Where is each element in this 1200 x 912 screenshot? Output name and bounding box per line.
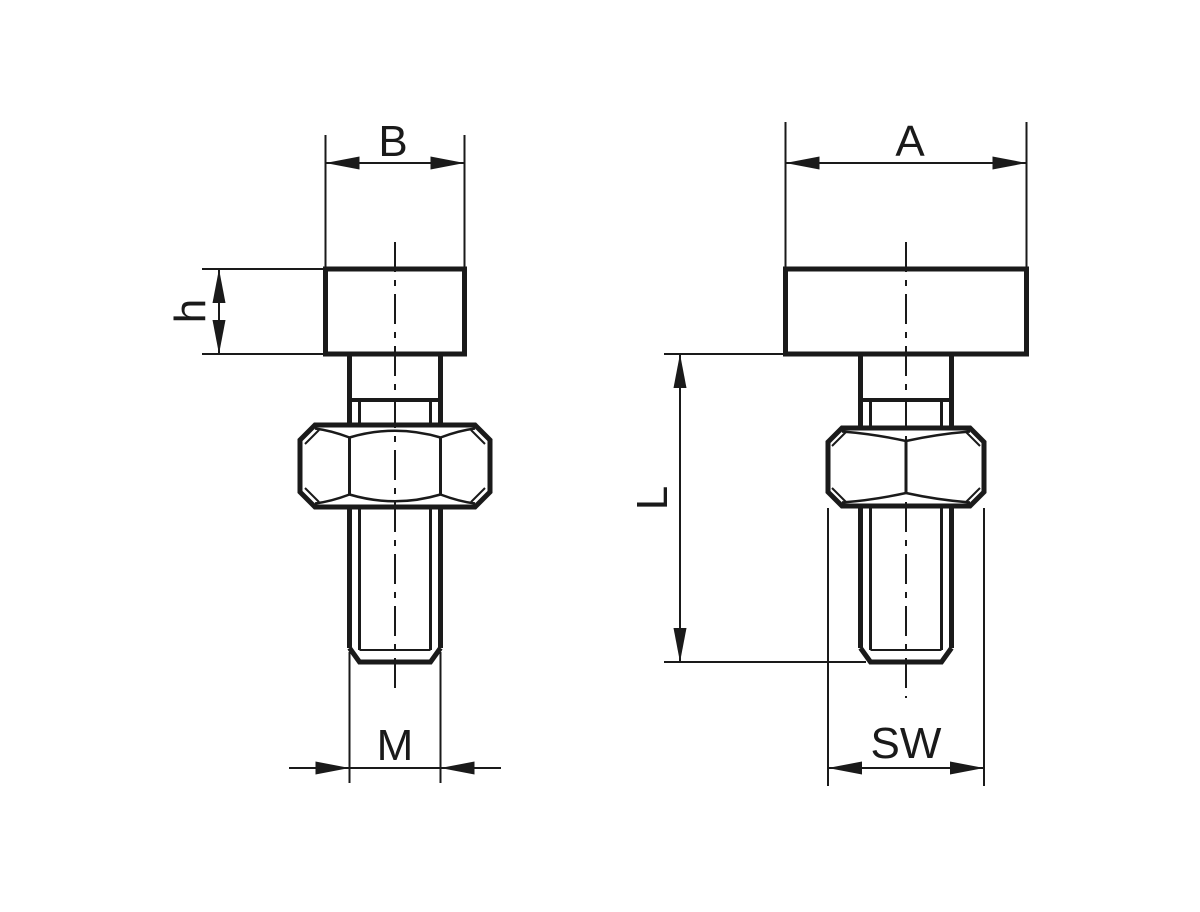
dim-l-extension-lines [664,353,866,663]
dim-l: L [628,353,866,663]
dim-l-arrow-bottom [673,628,687,662]
shank-edges-left [347,354,443,429]
nut-face-dividers-left [348,437,442,495]
dim-m-arrow-right [440,761,475,775]
dim-a-extension-lines [784,122,1028,267]
dim-a: A [784,117,1028,267]
nut-chamfer-curves-bottom-left [314,493,476,505]
dim-sw: SW [827,508,985,786]
dim-b-extension-lines [324,135,466,267]
dim-h: h [166,268,325,355]
nut-chamfer-curves-bottom-right [841,491,971,504]
dim-l-arrow-top [673,354,687,388]
dim-a-arrow-right [992,156,1027,170]
dim-b-label: B [378,117,407,166]
thread-minor-lines-lower-left [358,503,432,650]
dim-l-label: L [628,486,677,510]
dim-m: M [289,652,501,783]
dim-m-label: M [377,721,414,770]
left-view: B h M [166,117,501,783]
stud-edges-right [858,503,954,648]
dim-a-arrow-left [785,156,820,170]
dim-m-arrow-left [315,761,350,775]
dim-b-arrow-left [325,156,360,170]
nut-chamfer-curves-top-left [314,427,476,439]
dim-m-extension-lines [348,652,442,783]
dim-b: B [324,117,466,267]
nut-corner-facets-right [831,431,981,503]
thread-minor-lines-lower-right [869,503,943,650]
stud-edges-left [347,503,443,648]
nut-corner-facets-left [304,429,486,503]
dim-sw-arrow-left [828,761,862,775]
dim-h-arrow-top [212,269,226,303]
dim-sw-arrow-right [950,761,984,775]
dim-b-arrow-right [430,156,465,170]
right-view: A L SW [628,117,1029,786]
dim-h-arrow-bottom [212,320,226,354]
dim-a-label: A [895,117,925,166]
dim-sw-extension-lines [827,508,985,786]
shank-edges-right [858,354,954,432]
dim-sw-label: SW [871,719,942,768]
dim-h-extension-lines [202,268,325,355]
nut-chamfer-curves-top-right [841,430,971,443]
dim-h-label: h [166,299,215,323]
